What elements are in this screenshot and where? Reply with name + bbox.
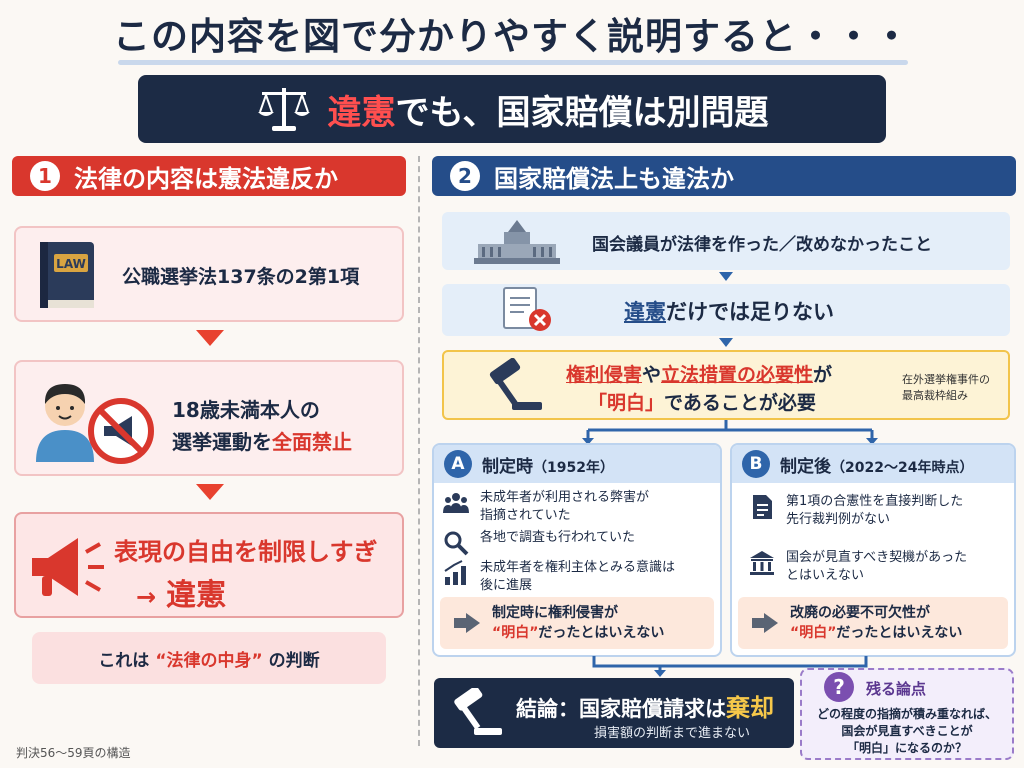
box-a-title: 制定時（1952年） [482,456,614,477]
step-1-box: 国会議員が法律を作った／改めなかったこと [442,212,1010,270]
ban-line-2: 選挙運動を全面禁止 [172,430,352,454]
remaining-issue-title: 残る論点 [866,680,927,698]
arrow-right-icon [454,613,480,633]
ban-line-1: 18歳未満本人の [172,398,320,422]
megaphone-icon [32,538,104,596]
question-icon: ? [824,672,854,702]
arrow-down-2 [196,484,224,500]
box-a-item-2: 各地で調査も行われていた [442,529,635,557]
document-reject-icon [503,287,551,331]
conclusion-text: 結論：国家賠償請求は棄却 [516,694,774,722]
box-a-item-3: 未成年者を権利主体とみる意識は後に進展 [442,559,675,595]
step-3-note: 在外選挙権事件の最高裁枠組み [902,373,990,402]
section-2-number: 2 [450,161,480,191]
branch-connector [582,420,878,445]
step-1-text: 国会議員が法律を作った／改めなかったこと [592,235,932,255]
column-divider [418,156,420,746]
step-3-line-1: 権利侵害や立法措置の必要性が [566,364,833,386]
box-b-item-1: 第1項の合憲性を直接判断した先行裁判例がない [748,493,963,529]
government-building-icon [750,551,774,575]
section-2-header: 2 国家賠償法上も違法か [432,156,1016,196]
box-b: B 制定後（2022〜24年時点） 第1項の合憲性を直接判断した先行裁判例がない… [730,443,1016,657]
title-underline [118,60,908,65]
footer-note: 判決56〜59頁の構造 [16,746,131,760]
section-1-header: 1 法律の内容は憲法違反か [12,156,406,196]
box-a-header: A 制定時（1952年） [434,445,720,483]
step-3-line-2: 「明白」であることが必要 [588,392,816,414]
people-icon [443,493,469,513]
main-banner: 違憲でも、国家賠償は別問題 [138,75,886,143]
box-a-item-1: 未成年者が利用される弊害が指摘されていた [442,489,649,525]
express-line-1: 表現の自由を制限しすぎ [114,538,378,566]
merge-connector [592,656,868,677]
growth-chart-icon [444,560,466,585]
section-2-title: 国家賠償法上も違法か [494,164,734,193]
box-b-title: 制定後（2022〜24年時点） [780,456,974,477]
law-text: 公職選挙法137条の2第1項 [122,266,360,288]
section-1-number: 1 [30,161,60,191]
conclusion-sub: 損害額の判断まで進まない [594,726,751,741]
diet-building-icon [474,220,560,264]
law-box: LAW 公職選挙法137条の2第1項 [14,226,404,322]
document-icon [753,495,772,519]
judgement-note: これは“法律の中身”の判断 [32,632,386,684]
arrow-down-1 [196,330,224,346]
no-megaphone-icon [88,398,154,464]
svg-text:LAW: LAW [56,257,86,271]
ban-box: 18歳未満本人の 選挙運動を全面禁止 [14,360,404,476]
step-2-box: 違憲だけでは足りない [442,284,1010,336]
remaining-issue-text: どの程度の指摘が積み重なれば、 国会が見直すべきことが 「明白」になるのか？ [816,707,997,755]
child-icon [36,384,94,462]
badge-b: B [742,450,770,478]
gavel-icon [489,358,542,410]
conclusion-box: 結論：国家賠償請求は棄却 損害額の判断まで進まない [434,678,794,748]
box-a-conclusion: 制定時に権利侵害が“明白”だったとはいえない [440,597,714,649]
remaining-issue-box: ? 残る論点 どの程度の指摘が積み重なれば、 国会が見直すべきことが 「明白」に… [800,668,1014,760]
search-icon [444,531,469,556]
scales-icon [257,88,310,131]
section-1-title: 法律の内容は憲法違反か [74,164,338,193]
unconstitutional-box: 表現の自由を制限しすぎ →違憲 [14,512,404,618]
box-b-header: B 制定後（2022〜24年時点） [732,445,1014,483]
law-book-icon: LAW [40,242,94,308]
arrow-step-1 [719,272,733,281]
box-a: A 制定時（1952年） 未成年者が利用される弊害が指摘されていた 各地で調査も… [432,443,722,657]
banner-text: 違憲でも、国家賠償は別問題 [327,92,769,133]
badge-a: A [444,450,472,478]
express-line-2: →違憲 [136,578,227,613]
step-2-text: 違憲だけでは足りない [624,300,834,324]
step-3-box: 権利侵害や立法措置の必要性が 「明白」であることが必要 在外選挙権事件の最高裁枠… [442,350,1010,420]
arrow-right-icon [752,613,778,633]
box-b-item-2: 国会が見直すべき契機があったとはいえない [748,549,967,585]
arrow-step-2 [719,338,733,347]
box-b-conclusion: 改廃の必要不可欠性が“明白”だったとはいえない [738,597,1008,649]
page-title: この内容を図で分かりやすく説明すると・・・ [113,15,911,58]
gavel-icon [454,688,502,735]
